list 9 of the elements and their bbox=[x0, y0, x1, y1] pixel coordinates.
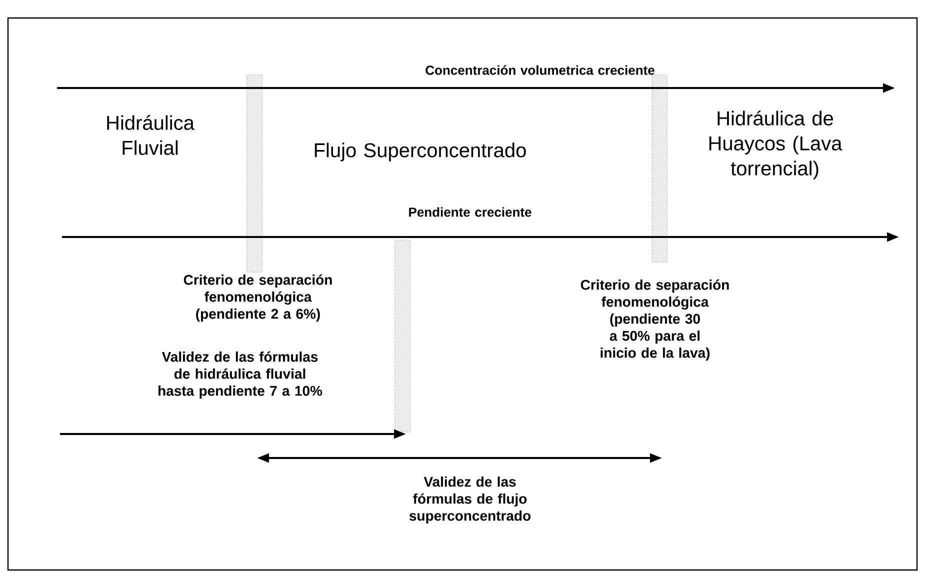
region-label: Flujo Superconcentrado bbox=[314, 142, 526, 162]
region-label: Hidráulica de Huaycos (Lava torrencial) bbox=[709, 110, 842, 180]
separator-bar bbox=[652, 74, 668, 262]
criterion-note: Criterio de separación fenomenológica (pendiente 30 a 50% para el inicio de la lava) bbox=[580, 279, 729, 361]
validity-note: Validez de las fórmulas de flujo superconcentrado bbox=[409, 476, 531, 524]
criterion-note: Criterio de separación fenomenológica (pendiente 2 a 6%) bbox=[184, 274, 332, 322]
separator-bar bbox=[246, 74, 262, 272]
separator-bar bbox=[394, 240, 410, 432]
validity-note: Validez de las fórmulas de hidráulica fluvial hasta pendiente 7 a 10% bbox=[158, 351, 322, 399]
